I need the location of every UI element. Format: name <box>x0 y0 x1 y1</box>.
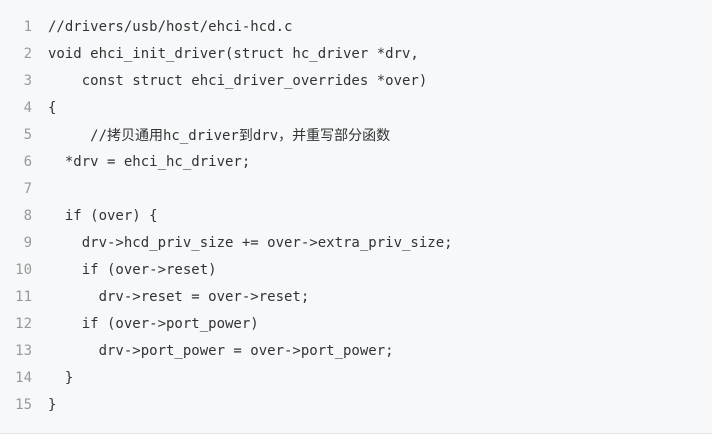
line-number: 3 <box>23 72 32 89</box>
code-text: *drv = ehci_hc_driver; <box>48 153 251 170</box>
line-number: 6 <box>23 153 32 170</box>
code-line-4: 4 { <box>0 94 712 121</box>
code-line-10: 10 if (over->reset) <box>0 256 712 283</box>
code-line-2: 2 void ehci_init_driver(struct hc_driver… <box>0 40 712 67</box>
code-line-8: 8 if (over) { <box>0 202 712 229</box>
line-number: 13 <box>15 342 32 359</box>
code-line-11: 11 drv->reset = over->reset; <box>0 283 712 310</box>
code-text: //drivers/usb/host/ehci-hcd.c <box>48 18 293 35</box>
code-comment: //拷贝通用hc_driver到drv，并重写部分函数 <box>48 127 391 144</box>
code-text: } <box>48 369 74 386</box>
line-number: 11 <box>15 288 32 305</box>
code-text: const struct ehci_driver_overrides *over… <box>48 72 428 89</box>
code-text: if (over->port_power) <box>48 315 259 332</box>
line-number: 10 <box>15 261 32 278</box>
line-number: 7 <box>23 180 32 197</box>
code-line-15: 15 } <box>0 391 712 418</box>
code-line-12: 12 if (over->port_power) <box>0 310 712 337</box>
code-text: drv->hcd_priv_size += over->extra_priv_s… <box>48 234 453 251</box>
code-line-5: 5 //拷贝通用hc_driver到drv，并重写部分函数 <box>0 121 712 148</box>
code-text: drv->reset = over->reset; <box>48 288 310 305</box>
code-text: { <box>48 99 57 116</box>
code-line-6: 6 *drv = ehci_hc_driver; <box>0 148 712 175</box>
code-line-1: 1 //drivers/usb/host/ehci-hcd.c <box>0 13 712 40</box>
line-number: 12 <box>15 315 32 332</box>
code-line-13: 13 drv->port_power = over->port_power; <box>0 337 712 364</box>
line-number: 15 <box>15 396 32 413</box>
code-line-7: 7 <box>0 175 712 202</box>
code-text: } <box>48 396 57 413</box>
code-text: void ehci_init_driver(struct hc_driver *… <box>48 45 419 62</box>
code-text: if (over->reset) <box>48 261 217 278</box>
code-line-9: 9 drv->hcd_priv_size += over->extra_priv… <box>0 229 712 256</box>
line-number: 1 <box>23 18 32 35</box>
code-line-14: 14 } <box>0 364 712 391</box>
line-number: 4 <box>23 99 32 116</box>
code-line-3: 3 const struct ehci_driver_overrides *ov… <box>0 67 712 94</box>
code-text: if (over) { <box>48 207 158 224</box>
line-number: 5 <box>23 126 32 143</box>
line-number: 9 <box>23 234 32 251</box>
line-number: 2 <box>23 45 32 62</box>
code-text: drv->port_power = over->port_power; <box>48 342 394 359</box>
line-number: 8 <box>23 207 32 224</box>
line-number: 14 <box>15 369 32 386</box>
